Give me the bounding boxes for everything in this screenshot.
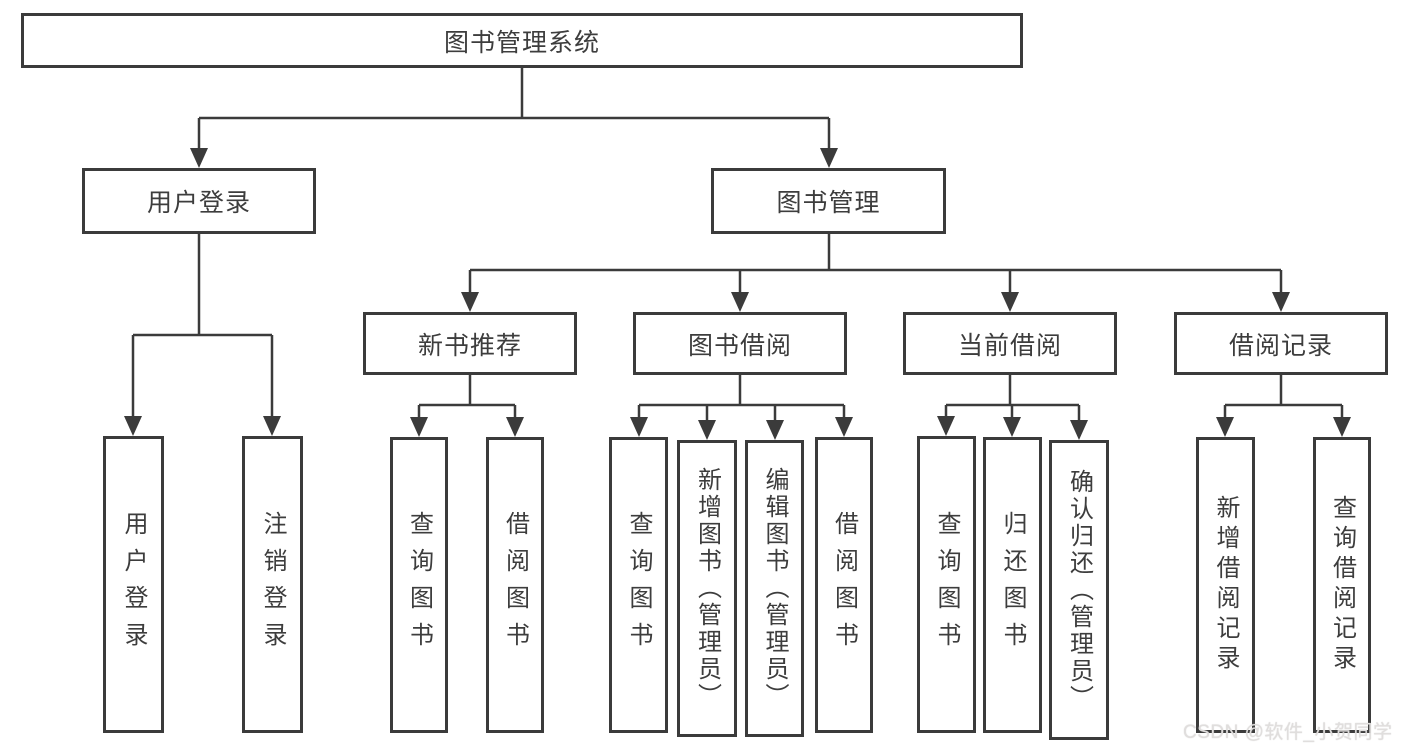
leaf-add-books-admin: 新增图书（管理员）	[677, 440, 737, 737]
node-book-management: 图书管理	[711, 168, 946, 234]
node-new-book-recommendation: 新书推荐	[363, 312, 577, 375]
leaf-edit-books-admin: 编辑图书（管理员）	[745, 440, 804, 737]
leaf-confirm-return-admin: 确认归还（管理员）	[1049, 440, 1109, 740]
leaf-logout: 注销登录	[242, 436, 303, 733]
leaf-return-books: 归还图书	[983, 437, 1042, 733]
node-current-borrowing: 当前借阅	[903, 312, 1117, 375]
node-book-borrowing: 图书借阅	[633, 312, 847, 375]
node-borrowing-records: 借阅记录	[1174, 312, 1388, 375]
leaf-search-books-recommend: 查询图书	[390, 437, 448, 733]
leaf-search-borrowing-record: 查询借阅记录	[1313, 437, 1371, 733]
watermark: CSDN @软件_小贺同学	[1183, 722, 1393, 743]
leaf-borrow-books-borrowing: 借阅图书	[815, 437, 873, 733]
node-library-management-system: 图书管理系统	[21, 13, 1023, 68]
node-user-login: 用户登录	[82, 168, 316, 234]
leaf-search-books-borrowing: 查询图书	[609, 437, 668, 733]
leaf-search-books-current: 查询图书	[917, 436, 976, 733]
leaf-borrow-books-recommend: 借阅图书	[486, 437, 544, 733]
leaf-add-borrowing-record: 新增借阅记录	[1196, 437, 1255, 733]
leaf-user-login: 用户登录	[103, 436, 164, 733]
